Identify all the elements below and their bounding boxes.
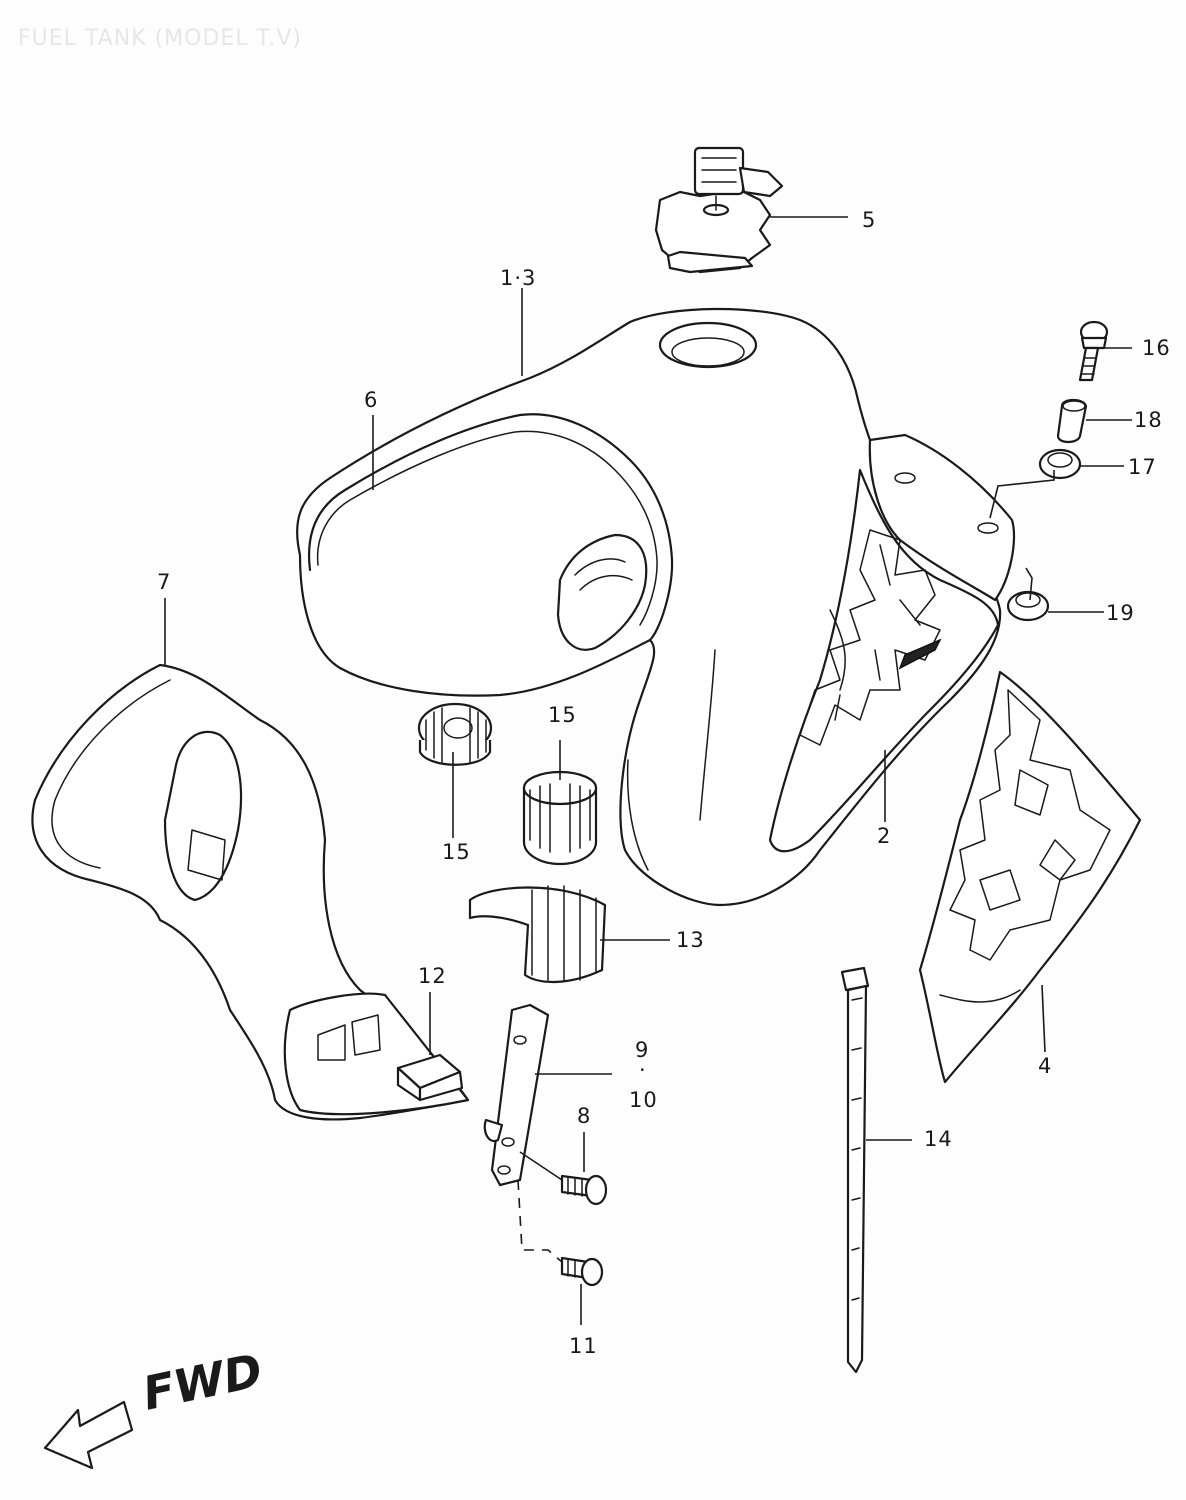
callout-1-3: 1·3 (500, 266, 537, 290)
callout-18: 18 (1134, 408, 1163, 432)
bolt-part-16 (1078, 320, 1109, 382)
diagram-title: FUEL TANK (MODEL T.V) (18, 26, 302, 51)
cushion-part-15-right (522, 770, 598, 866)
cable-tie-part-14 (840, 966, 870, 1374)
callout-7: 7 (157, 570, 172, 594)
callout-2: 2 (877, 824, 892, 848)
cushion-part-12 (396, 1053, 464, 1102)
callout-15-right: 15 (548, 703, 577, 727)
callout-11: 11 (569, 1334, 598, 1358)
collar-part-18 (1056, 398, 1088, 444)
callout-4: 4 (1038, 1054, 1053, 1078)
callout-15-left: 15 (442, 840, 471, 864)
callout-19: 19 (1106, 601, 1135, 625)
bolt-part-8 (560, 1174, 608, 1206)
tank-emblem-part-2 (768, 468, 1000, 853)
bracket-part-9-10 (483, 1003, 550, 1187)
shroud-part-7 (31, 663, 470, 1121)
tank-rear-mount (868, 433, 1016, 602)
callout-8: 8 (577, 1104, 592, 1128)
cushion-part-13 (468, 885, 607, 983)
callout-6: 6 (364, 388, 379, 412)
callout-9-10-dot: · (639, 1058, 647, 1082)
callout-5: 5 (862, 208, 877, 232)
callout-12: 12 (418, 964, 447, 988)
callout-17: 17 (1128, 455, 1157, 479)
bolt-part-11 (560, 1256, 604, 1287)
forward-arrow-icon (43, 1400, 134, 1470)
cushion-part-17 (1038, 448, 1082, 480)
leader-lines (164, 216, 1132, 1325)
callout-9: 9 (635, 1038, 650, 1062)
callout-14: 14 (924, 1127, 953, 1151)
emblem-panel-part-4 (918, 670, 1142, 1084)
fuel-cap-part-5 (654, 146, 784, 274)
cushion-part-15-left (417, 702, 493, 766)
callout-10: 10 (629, 1088, 658, 1112)
callout-16: 16 (1142, 336, 1171, 360)
callout-13: 13 (676, 928, 705, 952)
cushion-part-19 (1006, 590, 1050, 622)
